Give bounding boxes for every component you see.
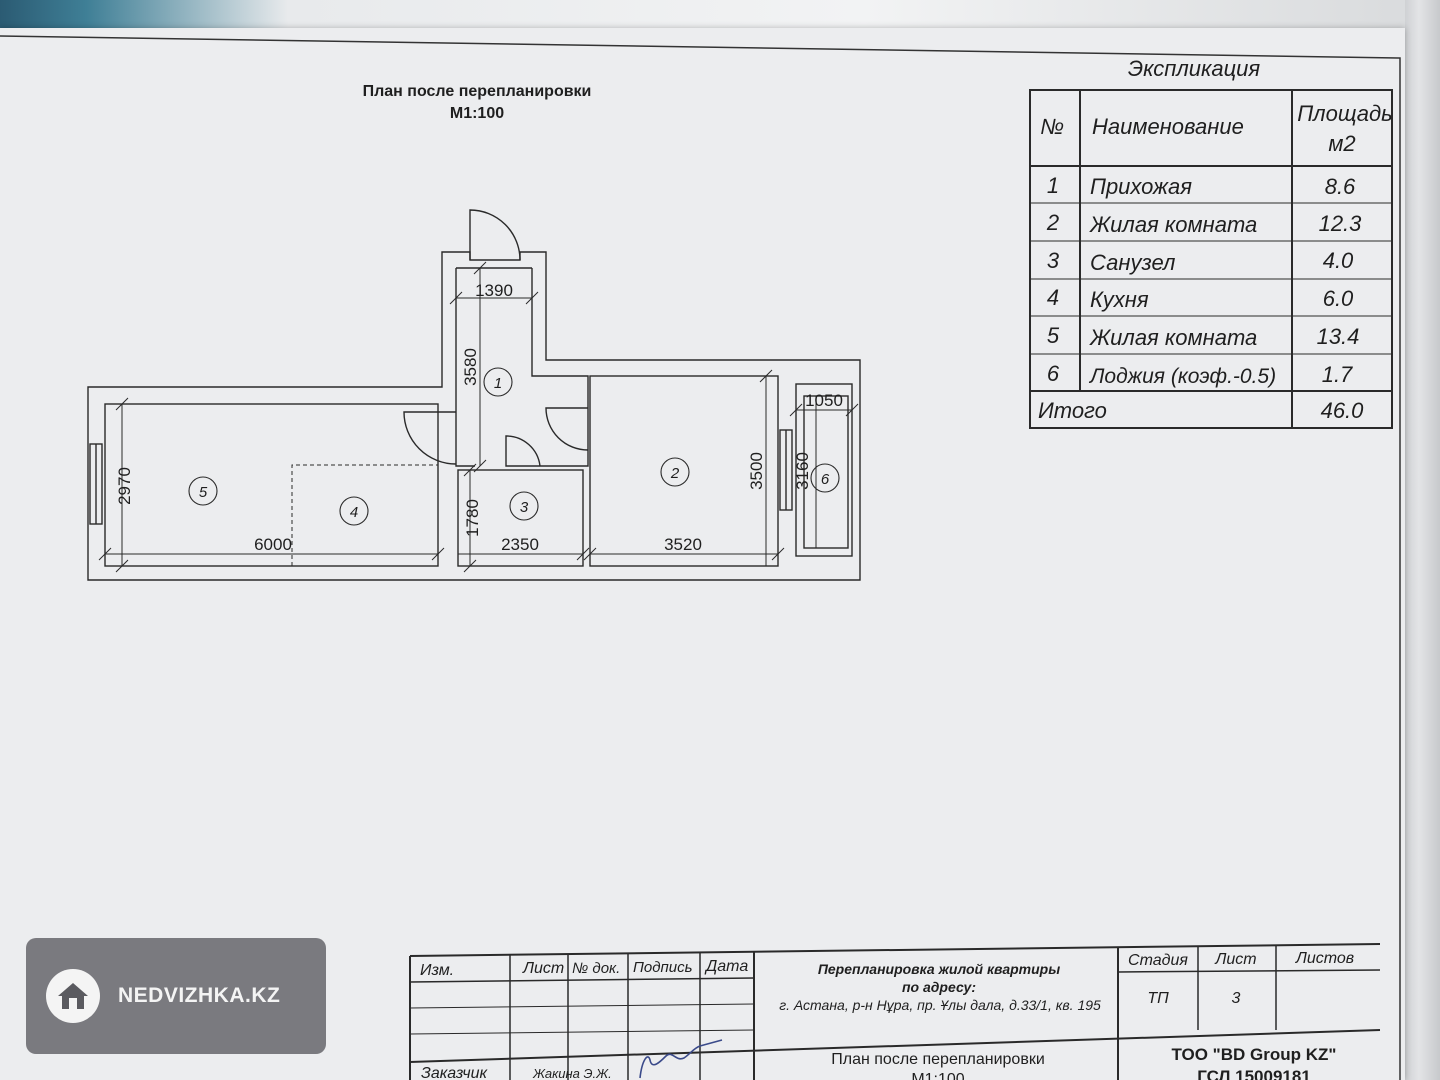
row-3-num: 3	[1047, 248, 1060, 273]
room-marker-5: 5	[199, 484, 208, 501]
dim-1390: 1390	[475, 281, 513, 300]
room-marker-4: 4	[350, 504, 358, 521]
room-marker-3: 3	[520, 499, 529, 516]
watermark-text: NEDVIZHKA.KZ	[118, 984, 281, 1007]
floor-plan	[87, 209, 861, 581]
stamp-sheets-label: Листов	[1295, 950, 1354, 967]
dim-3520: 3520	[664, 535, 702, 554]
stamp-customer-label: Заказчик	[421, 1065, 489, 1080]
room-2-outline	[589, 375, 779, 567]
watermark-badge: NEDVIZHKA.KZ	[26, 938, 326, 1054]
explication-header-name: Наименование	[1092, 114, 1244, 139]
row-5-area: 13.4	[1317, 324, 1360, 349]
row-4-area: 6.0	[1323, 286, 1354, 311]
explication-header-area: Площадь	[1297, 101, 1393, 126]
dim-2970: 2970	[115, 467, 134, 505]
row-2-area: 12.3	[1319, 211, 1363, 236]
sheet-frame	[0, 35, 1401, 1080]
total-label: Итого	[1038, 398, 1107, 423]
dim-3160: 3160	[793, 452, 812, 490]
door-bathroom	[505, 435, 541, 467]
total-value: 46.0	[1321, 398, 1365, 423]
stamp-col-izm: Изм.	[420, 962, 454, 979]
explication-table	[1029, 89, 1393, 429]
room-5-outline	[104, 403, 439, 567]
dim-6000: 6000	[254, 535, 292, 554]
row-6-area: 1.7	[1322, 362, 1353, 387]
loggia-inner-wall	[803, 395, 849, 549]
row-1-num: 1	[1047, 173, 1059, 198]
kitchen-zone	[291, 464, 438, 566]
stamp-project-line2: по адресу:	[902, 979, 976, 995]
corridor-outline-right	[531, 268, 589, 467]
explication-header-unit: м2	[1328, 131, 1355, 156]
dim-2350: 2350	[501, 535, 539, 554]
stamp-col-list: Лист	[522, 960, 564, 977]
stamp-grid	[409, 943, 1381, 1080]
plan-scale: М1:100	[450, 105, 504, 122]
dimension-lines	[98, 261, 859, 573]
signature-mark	[639, 1039, 723, 1079]
room-marker-6: 6	[821, 471, 830, 488]
room-markers	[188, 367, 840, 526]
entrance-door	[469, 209, 521, 261]
stamp-project-line1: Перепланировка жилой квартиры	[818, 961, 1060, 977]
stamp-sheet-label: Лист	[1214, 951, 1256, 968]
door-room-5	[403, 411, 457, 465]
row-1-area: 8.6	[1325, 174, 1356, 199]
stamp-col-ndoc: № док.	[572, 960, 620, 977]
dim-1050: 1050	[805, 391, 843, 410]
stamp-license: ГСЛ 15009181	[1197, 1067, 1311, 1080]
stamp-sheet-value: 3	[1232, 990, 1241, 1007]
stamp-company: ТОО "BD Group KZ"	[1172, 1045, 1337, 1064]
dim-3500: 3500	[747, 452, 766, 490]
room-marker-1: 1	[494, 375, 502, 392]
stamp-stage-label: Стадия	[1128, 952, 1188, 969]
stamp-col-podpis: Подпись	[633, 959, 693, 976]
explication-title: Экспликация	[1128, 56, 1261, 81]
room-6-outline	[795, 383, 853, 557]
row-3-area: 4.0	[1323, 248, 1354, 273]
stamp-stage-value: ТП	[1147, 990, 1169, 1007]
dim-3580: 3580	[461, 348, 480, 386]
row-2-name: Жилая комната	[1089, 212, 1257, 237]
explication-header-num: №	[1040, 114, 1064, 139]
row-6-num: 6	[1047, 361, 1060, 386]
corridor-outline	[455, 268, 475, 467]
home-icon	[46, 969, 100, 1023]
stamp-customer-name: Жакина Э.Ж.	[532, 1066, 612, 1080]
stamp-drawing-scale: М1:100	[911, 1071, 964, 1080]
explication-rows: 1 Прихожая 8.6 2 Жилая комната 12.3 3 Са…	[1038, 173, 1364, 423]
door-room-2	[545, 407, 589, 451]
room-3-outline	[457, 469, 584, 567]
row-6-name: Лоджия (коэф.-0.5)	[1088, 365, 1276, 388]
row-2-num: 2	[1046, 210, 1059, 235]
dim-1780: 1780	[463, 499, 482, 537]
stamp-col-data: Дата	[704, 958, 748, 975]
row-5-name: Жилая комната	[1089, 325, 1257, 350]
row-4-num: 4	[1047, 285, 1059, 310]
plan-title: План после перепланировки	[363, 83, 592, 100]
row-4-name: Кухня	[1090, 287, 1149, 312]
row-1-name: Прихожая	[1090, 174, 1192, 199]
stamp-address: г. Астана, р-н Нұра, пр. Ұлы дала, д.33/…	[779, 997, 1101, 1013]
row-5-num: 5	[1047, 323, 1060, 348]
stamp-drawing-title: План после перепланировки	[831, 1051, 1045, 1068]
row-3-name: Санузел	[1090, 250, 1175, 275]
photo-background-right	[1405, 0, 1440, 1080]
room-marker-2: 2	[670, 465, 680, 482]
